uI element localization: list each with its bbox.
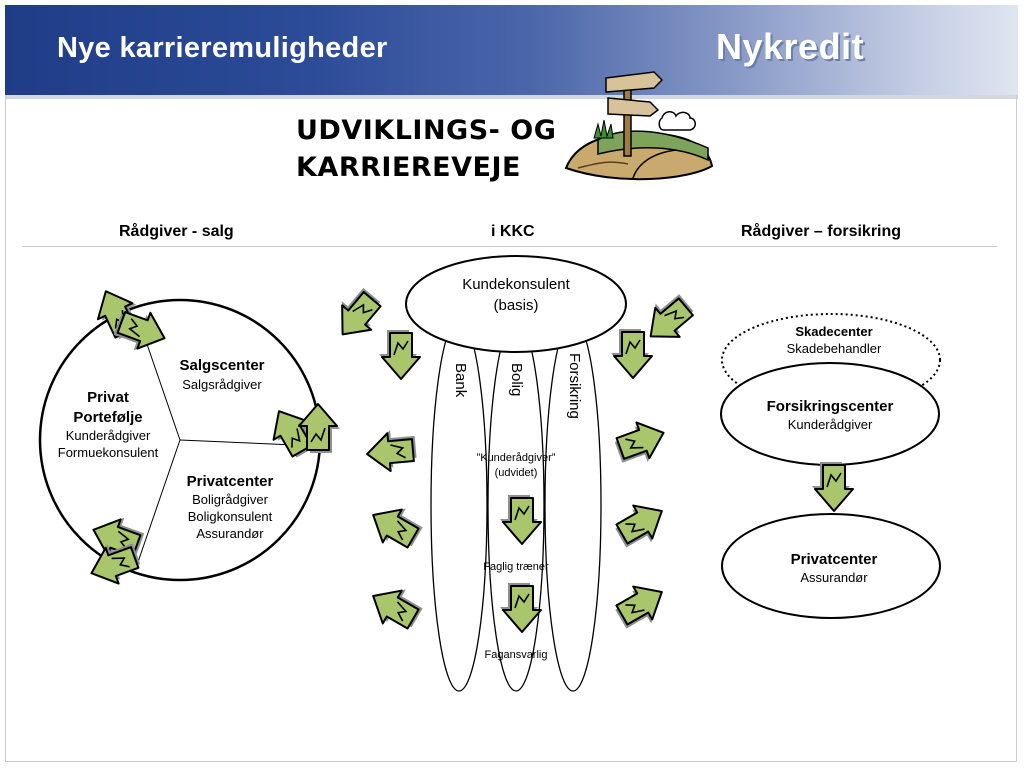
header-banner [5,5,1018,95]
curved-arrow-icon [362,575,428,638]
privatcenter-left-role-2: Boligkonsulent [188,509,273,524]
heading-divider [22,246,997,247]
column-heading-right: Rådgiver – forsikring [741,223,902,240]
track-label-bank: Bank [452,363,469,398]
kundekonsulent-line-2: (basis) [493,297,538,314]
curved-arrow-icon [378,329,421,380]
circle-divider-down [137,439,181,563]
kunderaadgiver-line-1: ”Kunderådgiver” [477,452,556,464]
curved-arrow-icon [324,281,390,348]
salgscenter-title: Salgscenter [179,357,264,374]
salgscenter-role-1: Salgsrådgiver [182,377,262,392]
curved-arrow-icon [364,426,419,475]
privatcenter-left-title: Privatcenter [187,473,274,490]
column-heading-left: Rådgiver - salg [119,223,234,240]
slide-frame [5,95,1017,762]
signpost-image [564,71,714,181]
curved-arrow-icon [608,574,674,637]
headline: UDVIKLINGS- OG KARRIEREVEJE [296,112,556,186]
curved-arrow-icon [610,328,653,379]
headline-line-2: KARRIEREVEJE [296,152,521,183]
privat-portefolje-title-2: Portefølje [73,409,142,426]
kundekonsulent-line-1: Kundekonsulent [462,276,570,293]
header-shadow [5,95,1018,99]
forsikringscenter-role: Kunderådgiver [788,417,873,432]
curved-arrow-icon [610,413,673,472]
privatcenter-right-title: Privatcenter [791,551,878,568]
curved-arrow-icon [811,461,854,512]
curved-arrow-icon [635,287,702,352]
curved-arrow-icon [608,493,674,556]
skadecenter-title: Skadecenter [795,324,872,339]
forsikringscenter-title: Forsikringscenter [767,398,894,415]
track-label-forsikring: Forsikring [566,353,583,419]
kundekonsulent-oval [405,255,627,353]
privat-portefolje-title-1: Privat [87,389,129,406]
privat-portefolje-role-1: Kunderådgiver [66,428,151,443]
kunderaadgiver-line-2: (udvidet) [495,467,538,479]
skadecenter-role: Skadebehandler [787,341,882,356]
privat-portefolje-role-2: Formuekonsulent [58,445,159,460]
privatcenter-left-role-3: Assurandør [196,526,264,541]
privatcenter-right-role: Assurandør [800,570,868,585]
curved-arrow-icon [499,494,542,545]
privatcenter-right-oval [721,513,941,619]
faglig-traener-label: Faglig træner [483,561,549,573]
page-title: Nye karrieremuligheder [57,32,388,64]
curved-arrow-icon [499,582,542,633]
privatcenter-left-role-1: Boligrådgiver [192,492,269,507]
track-label-bolig: Bolig [508,363,525,396]
fagansvarlig-label: Fagansvarlig [485,649,548,661]
nykredit-logo: Nykredit [716,26,865,67]
headline-line-1: UDVIKLINGS- OG [296,115,557,146]
column-heading-center: i KKC [491,223,535,240]
curved-arrow-icon [362,494,428,557]
